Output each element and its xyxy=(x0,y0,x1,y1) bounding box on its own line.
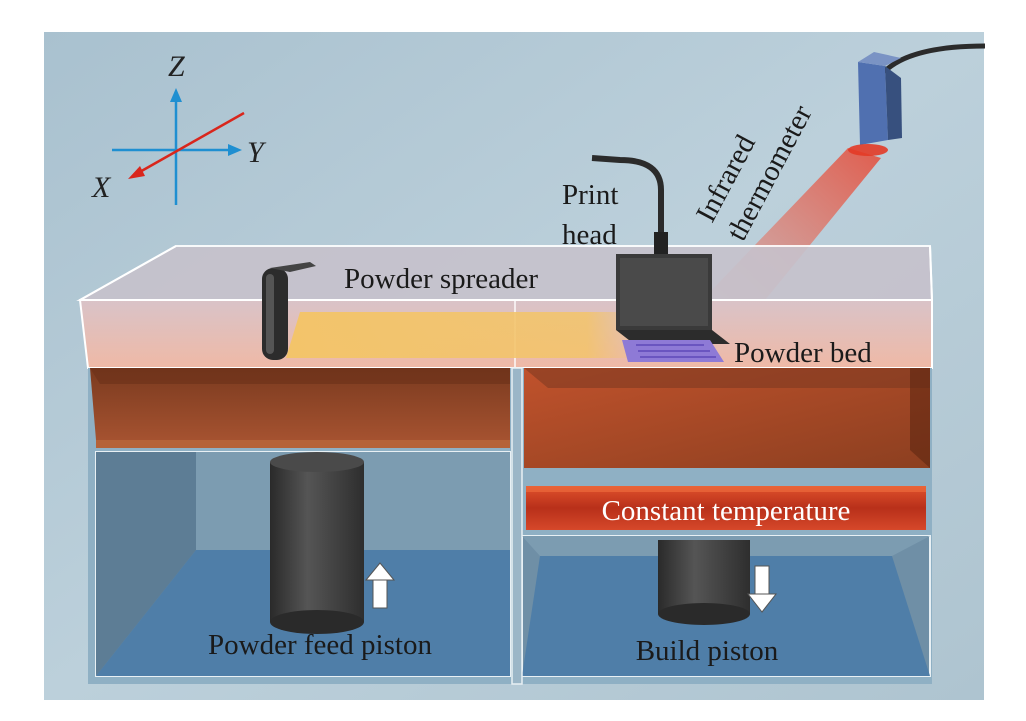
powder-feed-piston-label: Powder feed piston xyxy=(208,629,432,661)
powder-bed-reservoir xyxy=(524,368,930,468)
powder-bed-label: Powder bed xyxy=(734,337,872,369)
x-axis-label: X xyxy=(91,171,112,204)
arrow-down-icon xyxy=(746,565,778,613)
build-piston xyxy=(658,540,750,625)
infrared-thermometer-icon xyxy=(848,52,902,156)
thermometer-cable xyxy=(882,43,986,74)
constant-temperature-heater xyxy=(526,486,926,530)
powder-spreader-label: Powder spreader xyxy=(344,263,538,295)
coordinate-axes xyxy=(112,88,245,205)
constant-temperature-label: Constant temperature xyxy=(602,495,851,527)
z-axis-label: Z xyxy=(168,50,185,83)
printed-part xyxy=(622,340,724,362)
print-head-cable xyxy=(591,155,664,232)
print-head-icon xyxy=(616,232,730,344)
y-axis-label: Y xyxy=(247,136,267,169)
powder-feed-piston xyxy=(270,452,364,634)
spread-powder-layer xyxy=(286,312,640,358)
print-head-label-line2: head xyxy=(562,219,617,251)
powder-feed-reservoir xyxy=(90,368,510,448)
arrow-up-icon xyxy=(364,562,396,609)
build-piston-label: Build piston xyxy=(636,635,779,667)
powder-spreader-icon xyxy=(262,262,316,360)
print-head-label-line1: Print xyxy=(562,179,618,211)
